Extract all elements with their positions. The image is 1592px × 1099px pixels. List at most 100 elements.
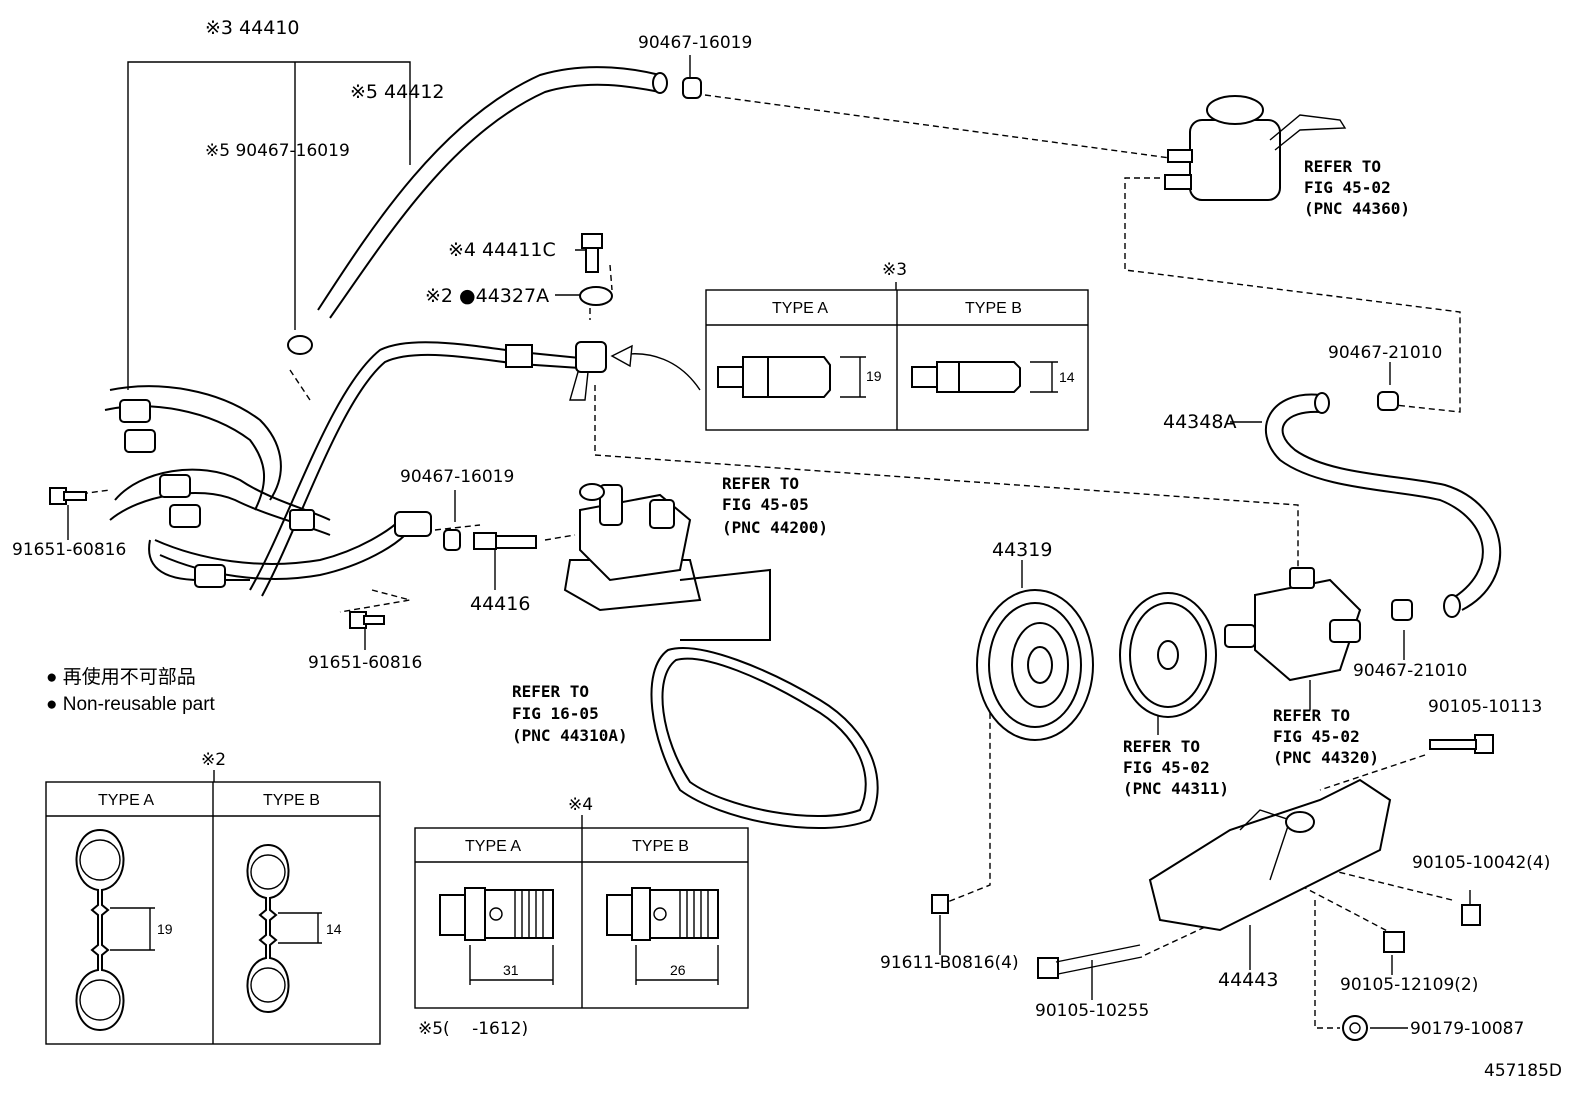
svg-text:19: 19 [157, 921, 173, 937]
legend-jp: ● 再使用不可部品 [46, 666, 196, 688]
gear-port [649, 499, 675, 529]
pressure-line-assembly [104, 66, 668, 597]
svg-text:(PNC 44360): (PNC 44360) [1304, 199, 1410, 218]
hose-clamp [1377, 391, 1399, 411]
arrow-head [610, 344, 633, 368]
label-44348a: 44348A [1163, 411, 1236, 433]
type-box-2: ※2 TYPE A TYPE B 19 14 [45, 750, 381, 1045]
gear-port-cap [579, 483, 605, 501]
arrow-line [619, 353, 701, 391]
svg-text:(PNC 44310A): (PNC 44310A) [512, 726, 628, 745]
ref-gear: REFER TO FIG 45-05 (PNC 44200) [722, 474, 828, 537]
legend-en: ● Non-reusable part [46, 694, 216, 715]
ref-belt: REFER TO FIG 16-05 (PNC 44310A) [512, 682, 628, 745]
label-90105-10042: 90105-10042(4) [1412, 853, 1550, 873]
label-91651-60816-b: 91651-60816 [308, 653, 422, 673]
hose-end [652, 72, 668, 94]
svg-text:FIG 45-05: FIG 45-05 [722, 495, 809, 514]
svg-text:19: 19 [866, 368, 882, 384]
svg-text:FIG 45-02: FIG 45-02 [1123, 758, 1210, 777]
hose-clamp [1391, 599, 1413, 621]
svg-text:REFER TO: REFER TO [512, 682, 589, 701]
pulley-44311 [1119, 592, 1217, 718]
gear-port [599, 484, 623, 526]
label-91651-60816-a: 91651-60816 [12, 540, 126, 560]
svg-text:※2: ※2 [201, 750, 226, 770]
bolt-shank [363, 615, 385, 625]
reservoir [1164, 95, 1347, 201]
bolt-shank [63, 491, 87, 501]
pipe-nut [505, 344, 533, 368]
pipe-clamp [289, 509, 315, 531]
pipe-fitting [119, 399, 151, 423]
bolt [931, 894, 949, 914]
pump-shaft [1224, 624, 1256, 648]
svg-text:※4: ※4 [568, 795, 593, 815]
hose-clamp [287, 335, 313, 355]
label-90105-10255: 90105-10255 [1035, 1001, 1149, 1021]
svg-text:14: 14 [1059, 369, 1075, 385]
label-44411c: ※4 44411C [448, 239, 556, 261]
bolt [1037, 957, 1059, 979]
svg-text:※3: ※3 [882, 260, 907, 280]
pipe-fitting [169, 504, 201, 528]
label-44327a: ※2 ●44327A [425, 285, 549, 307]
union-body [495, 535, 537, 549]
ref-pulley: REFER TO FIG 45-02 (PNC 44311) [1123, 737, 1229, 798]
svg-text:26: 26 [670, 962, 686, 978]
union-bolt [581, 233, 603, 249]
small-parts [49, 77, 1413, 629]
pipe-fitting [159, 474, 191, 498]
drive-belt [650, 647, 879, 830]
label-90467-16019-s5: ※5 90467-16019 [205, 141, 350, 161]
label-91611-b0816: 91611-B0816(4) [880, 953, 1019, 973]
nut [1342, 1015, 1368, 1041]
label-44319: 44319 [992, 539, 1052, 561]
power-steering-pump [1224, 567, 1362, 682]
svg-text:TYPE B: TYPE B [965, 300, 1022, 317]
hose-end [1443, 594, 1461, 618]
pipe-fitting [194, 564, 226, 588]
svg-text:(PNC 44311): (PNC 44311) [1123, 779, 1229, 798]
label-90467-21010-b: 90467-21010 [1353, 661, 1467, 681]
svg-text:TYPE B: TYPE B [263, 792, 320, 809]
svg-text:TYPE B: TYPE B [632, 838, 689, 855]
label-90105-10113: 90105-10113 [1428, 697, 1542, 717]
svg-text:REFER TO: REFER TO [1273, 706, 1350, 725]
gasket [579, 286, 613, 306]
pump-outlet [1289, 567, 1315, 589]
hose-clamp [682, 77, 702, 99]
label-44412: ※5 44412 [350, 81, 445, 103]
bolt [1383, 931, 1405, 953]
svg-text:TYPE A: TYPE A [465, 838, 521, 855]
ref-reservoir: REFER TO FIG 45-02 (PNC 44360) [1304, 157, 1410, 218]
svg-text:TYPE A: TYPE A [772, 300, 828, 317]
svg-text:TYPE A: TYPE A [98, 792, 154, 809]
note-5: ※5( -1612) [418, 1019, 528, 1039]
steering-gear [563, 483, 771, 641]
label-90179-10087: 90179-10087 [1410, 1019, 1524, 1039]
svg-text:REFER TO: REFER TO [1123, 737, 1200, 756]
svg-text:14: 14 [326, 921, 342, 937]
type-box-3: ※3 TYPE A TYPE B 19 14 [705, 260, 1089, 431]
reservoir-port [1167, 149, 1193, 163]
bolt-shank [1429, 739, 1477, 750]
svg-text:REFER TO: REFER TO [722, 474, 799, 493]
pipe-fitting [124, 429, 156, 453]
pulley-44319 [976, 589, 1094, 741]
svg-text:(PNC 44320): (PNC 44320) [1273, 748, 1379, 767]
label-44410: ※3 44410 [205, 17, 300, 39]
label-90467-16019-mid: 90467-16019 [400, 467, 514, 487]
reservoir-port [1164, 174, 1192, 190]
label-44443: 44443 [1218, 969, 1278, 991]
union [473, 532, 497, 550]
svg-text:FIG 45-02: FIG 45-02 [1304, 178, 1391, 197]
suction-hose [1264, 392, 1502, 618]
ref-pump: REFER TO FIG 45-02 (PNC 44320) [1273, 706, 1379, 767]
svg-text:FIG 45-02: FIG 45-02 [1273, 727, 1360, 746]
label-90467-16019-top: 90467-16019 [638, 33, 752, 53]
bolt [1474, 734, 1494, 754]
label-44416: 44416 [470, 593, 530, 615]
svg-text:(PNC 44200): (PNC 44200) [722, 518, 828, 537]
